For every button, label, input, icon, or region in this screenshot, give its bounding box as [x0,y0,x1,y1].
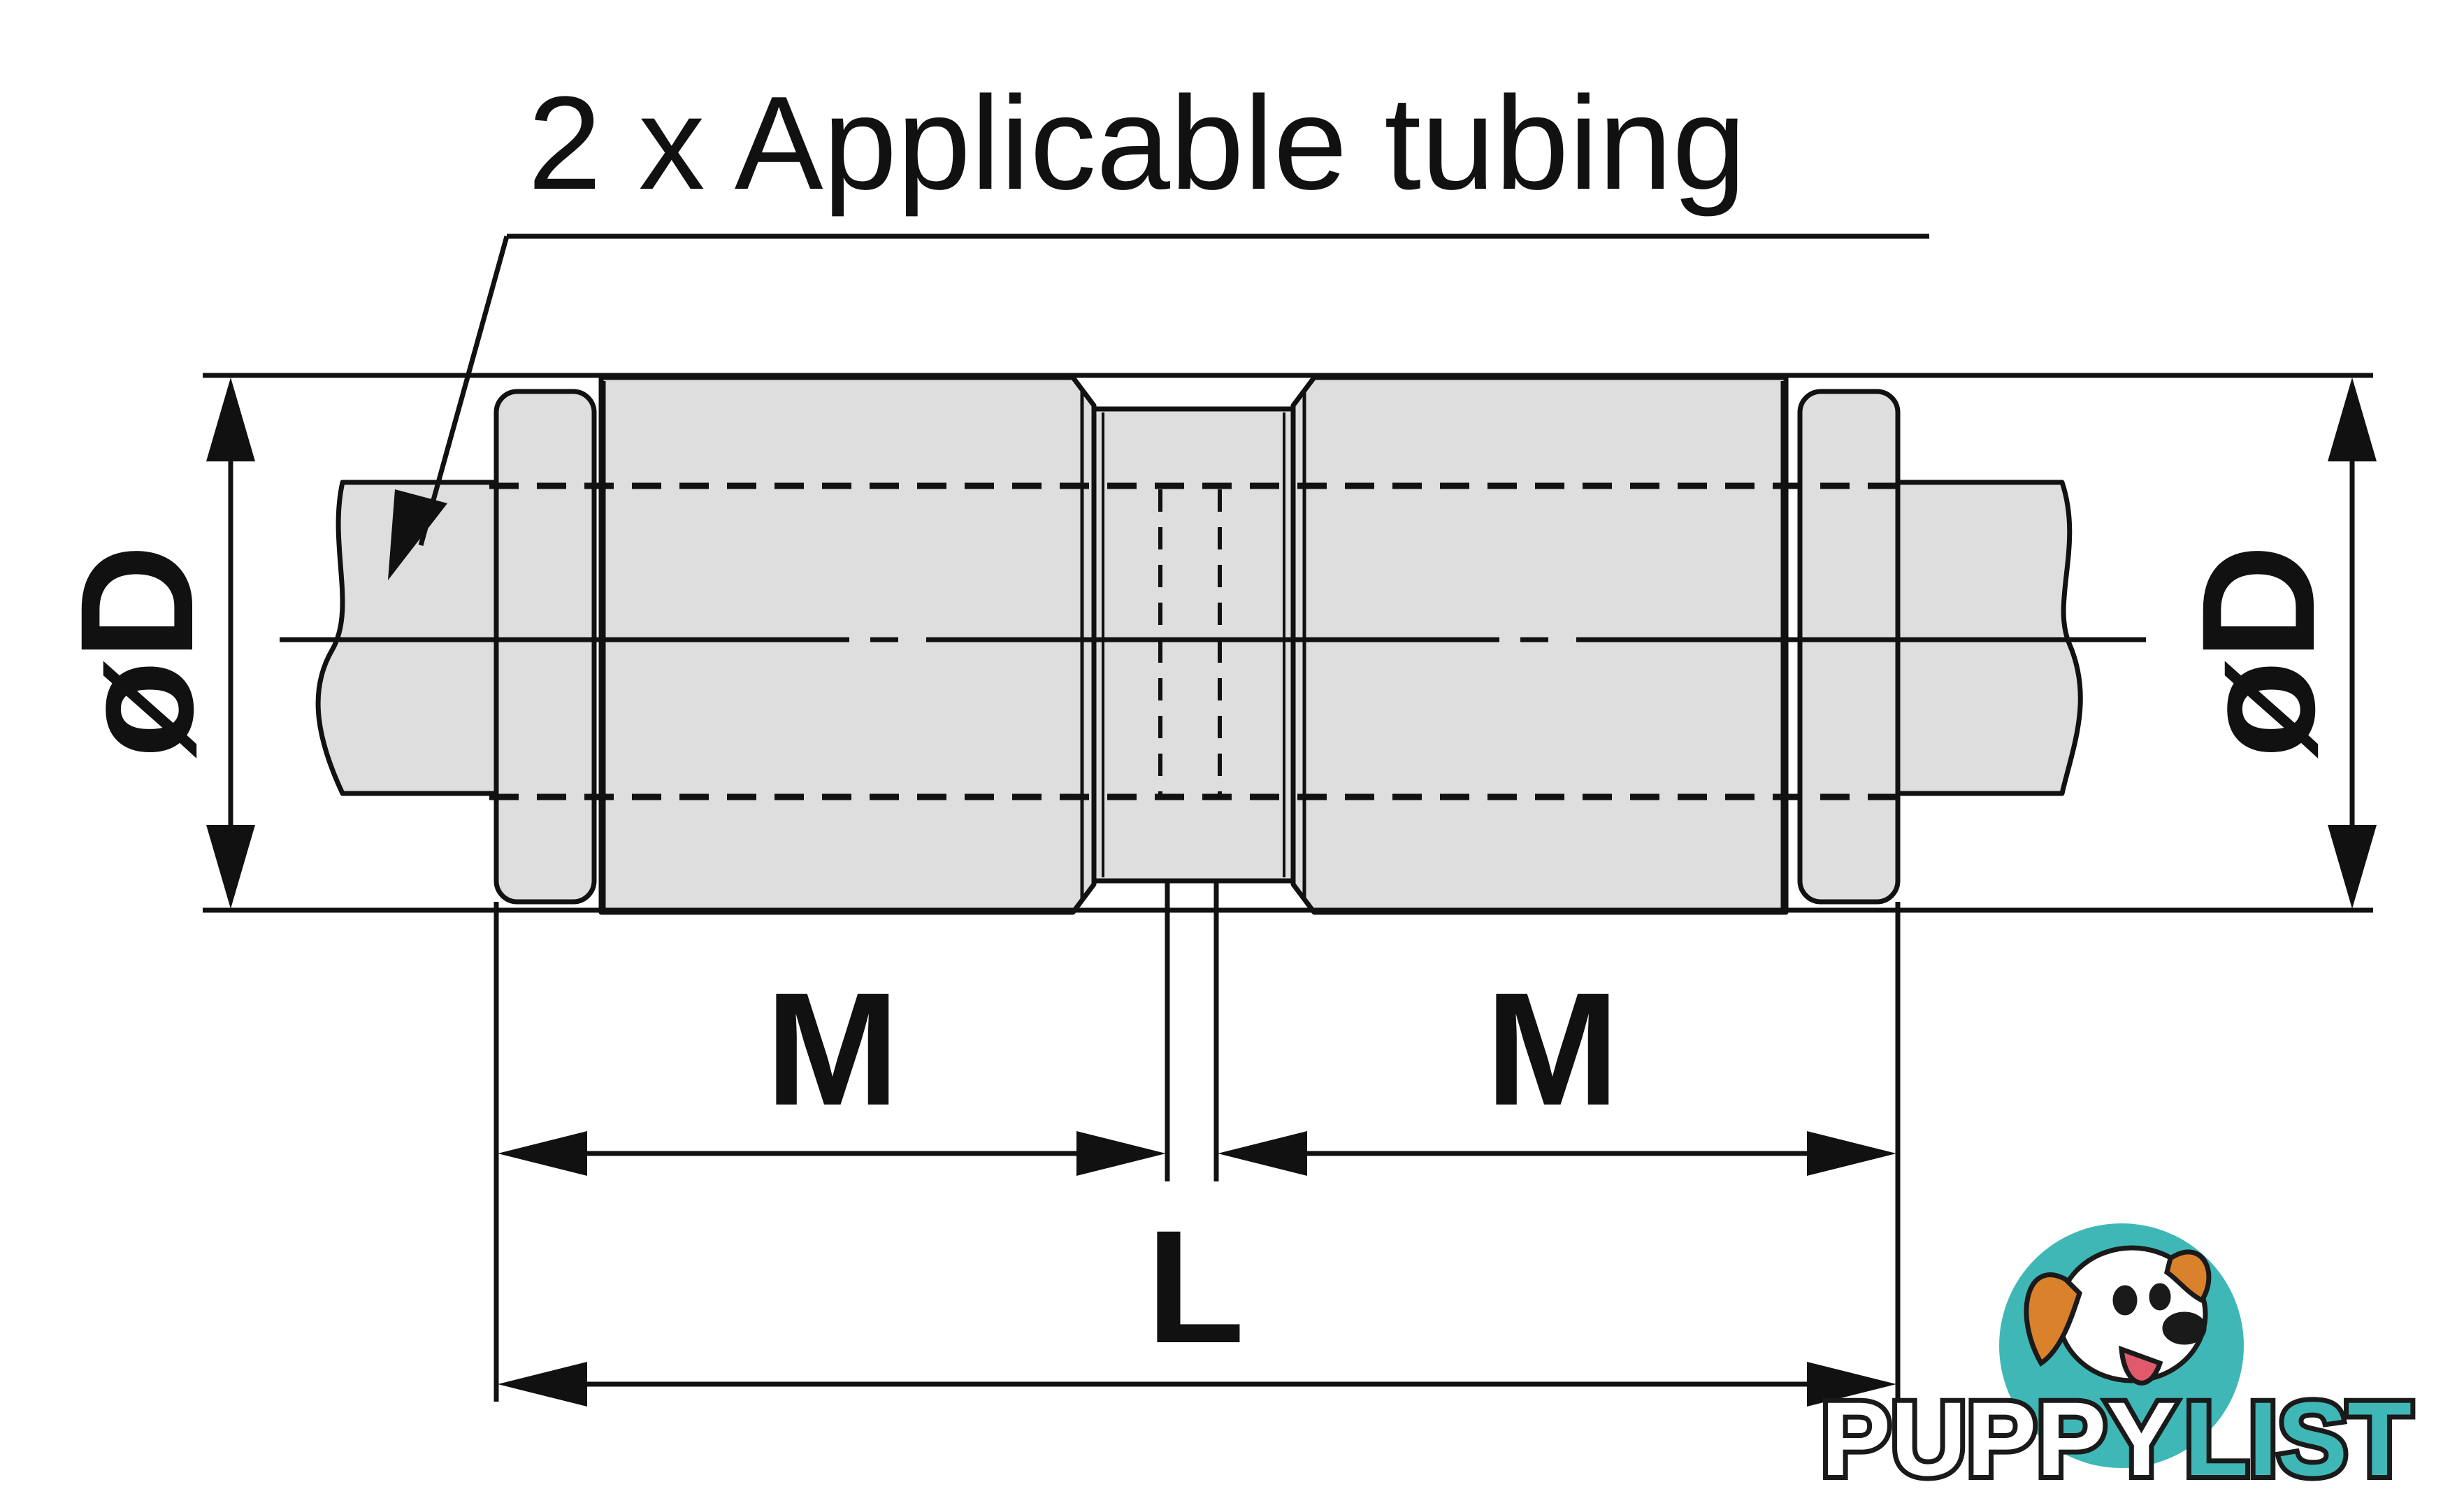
hidden-bore-lines [489,482,1912,800]
diameter-label-right: øD [2168,544,2348,758]
left-collet-ring [493,389,597,905]
dimension-lines [203,233,2373,1402]
fitting-body [315,375,2083,915]
diameter-label-left: øD [47,544,226,758]
left-body [598,375,1097,915]
puppylist-watermark: PUPPY LIST [1816,1223,2416,1502]
right-body [1290,375,1789,915]
logo-text-list: LIST [2184,1380,2412,1497]
arrowheads [206,378,2377,1407]
length-label-m-left: M [765,959,900,1139]
length-label-m-right: M [1485,959,1620,1139]
callout-label: 2 x Applicable tubing [528,69,1746,217]
logo-text-puppy: PUPPY [1821,1380,2177,1497]
center-neck [1091,406,1296,884]
overall-length-label: L [1146,1197,1245,1376]
right-collet-ring [1797,389,1901,905]
dog-icon [2024,1245,2212,1386]
